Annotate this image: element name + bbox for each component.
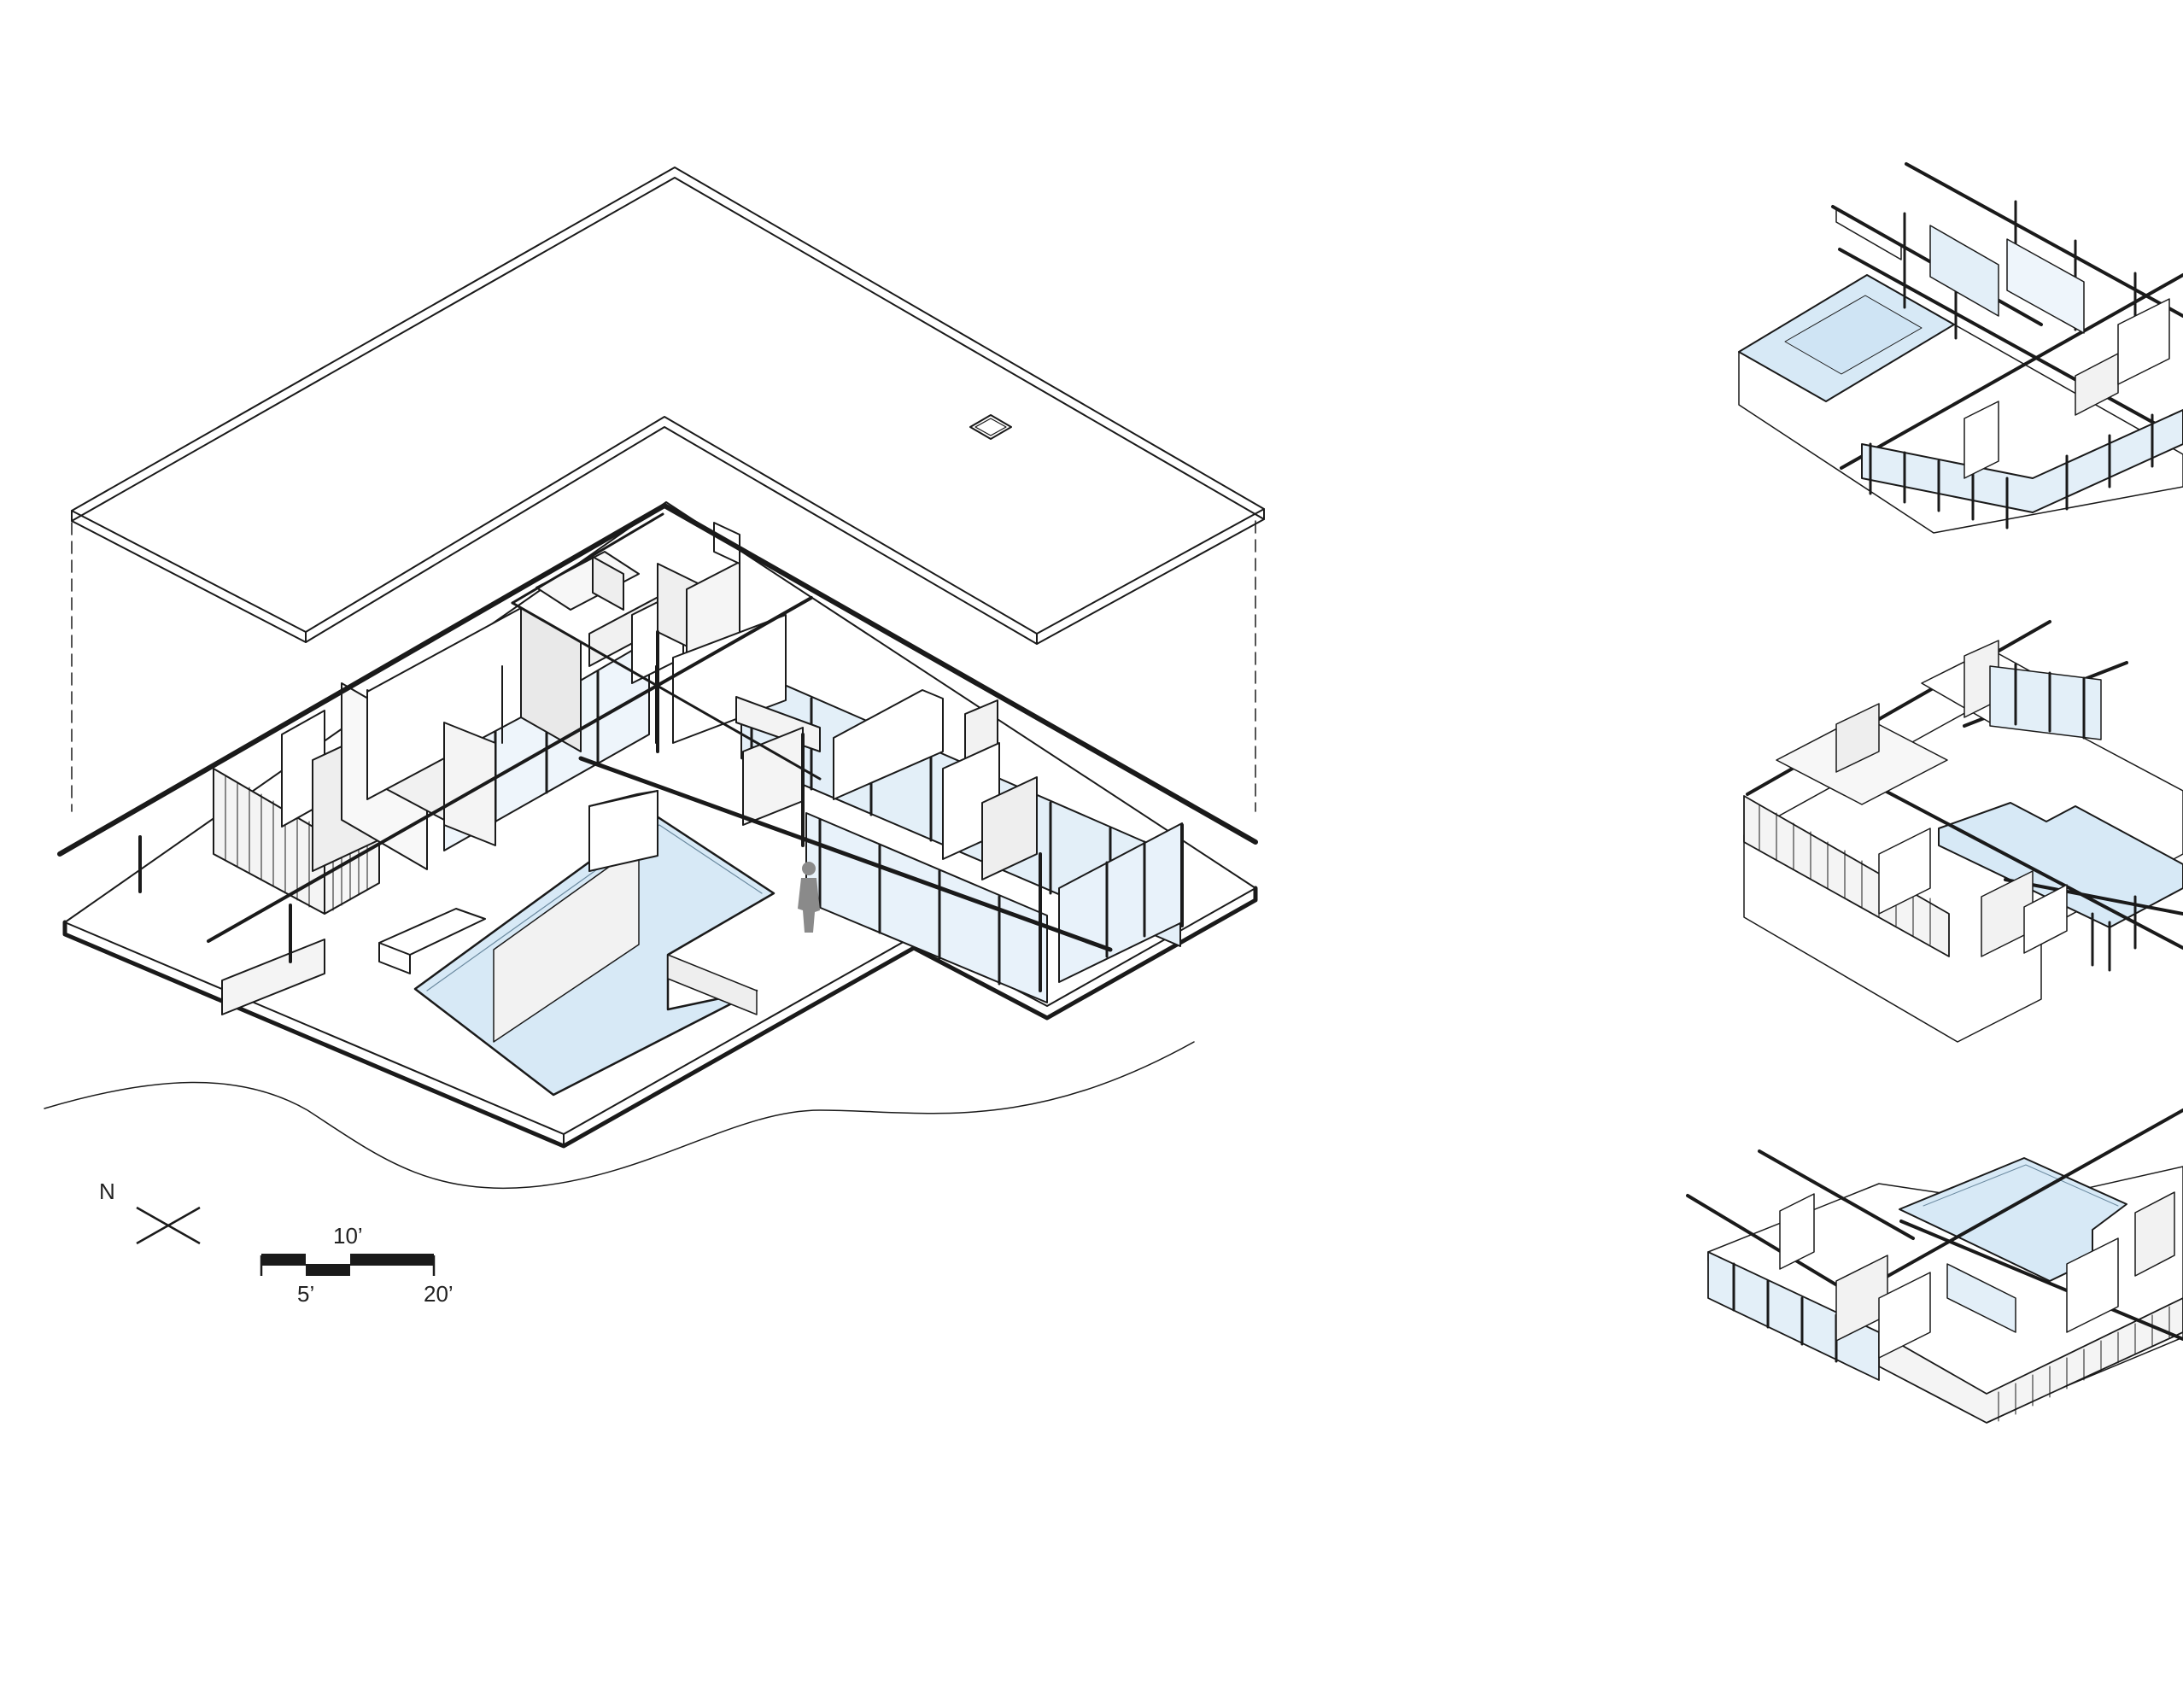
exploded-roof	[71, 167, 1265, 812]
north-label: N	[99, 1179, 115, 1204]
scale-bar: 10’ 5’ 20’	[260, 1223, 454, 1307]
skylight	[969, 414, 1012, 440]
scale-label-10ft: 10’	[333, 1223, 363, 1249]
thumbnail-axonometric-2	[1743, 620, 2183, 1043]
scale-label-20ft: 20’	[424, 1281, 454, 1307]
scale-label-5ft: 5’	[297, 1281, 314, 1307]
human-figure	[798, 862, 820, 933]
landscape-contour	[44, 1041, 1195, 1190]
north-arrow: N	[99, 1179, 201, 1245]
steel-frame	[57, 503, 1258, 992]
thumbnail-axonometric-3	[1686, 1108, 2183, 1424]
main-axonometric-drawing	[44, 167, 1265, 1190]
thumbnail-axonometric-1	[1738, 162, 2183, 534]
pool	[378, 790, 775, 1097]
